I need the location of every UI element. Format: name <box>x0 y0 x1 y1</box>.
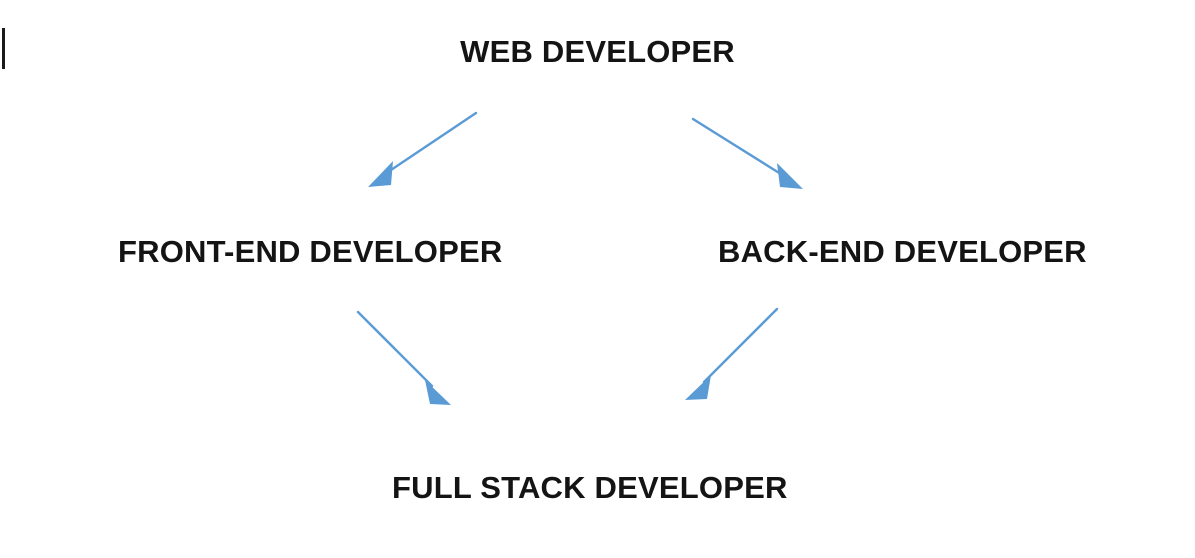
arrow-head <box>685 375 711 400</box>
arrow-back-end-to-full-stack <box>685 307 779 400</box>
node-front-end-developer: FRONT-END DEVELOPER <box>118 234 503 269</box>
arrow-head <box>425 380 451 405</box>
arrow-shaft <box>356 310 434 388</box>
slide-edge-artifact <box>2 28 5 69</box>
node-web-developer: WEB DEVELOPER <box>460 34 735 69</box>
arrow-front-end-to-full-stack <box>356 310 451 405</box>
arrow-web-to-front-end <box>368 111 478 187</box>
arrow-shaft <box>691 117 786 178</box>
arrow-web-to-back-end <box>691 117 803 189</box>
arrow-head <box>368 161 393 187</box>
arrow-shaft <box>383 111 478 176</box>
node-back-end-developer: BACK-END DEVELOPER <box>718 234 1087 269</box>
node-full-stack-developer: FULL STACK DEVELOPER <box>392 470 788 505</box>
arrow-head <box>777 163 803 189</box>
arrow-shaft <box>702 307 779 384</box>
